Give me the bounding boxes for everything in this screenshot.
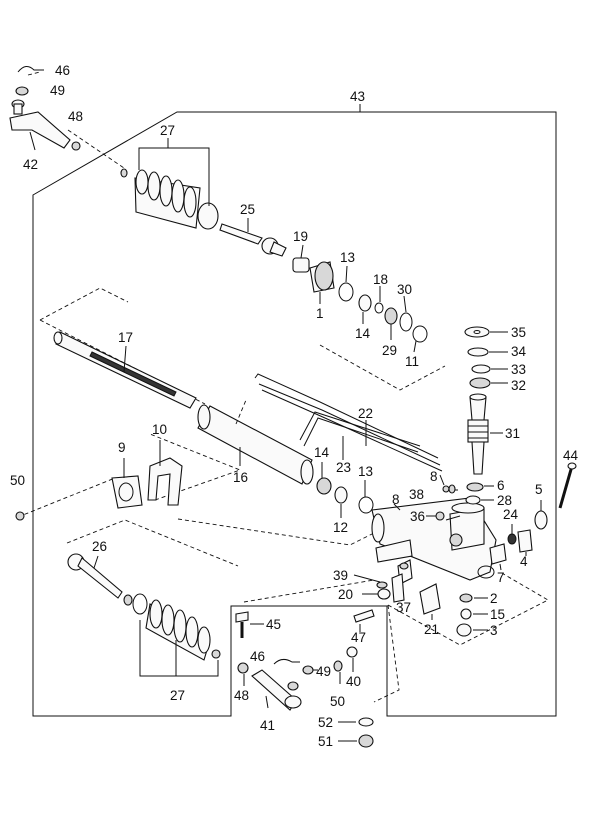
callout-38: 38 bbox=[409, 487, 424, 502]
callout-33: 33 bbox=[511, 362, 526, 377]
bellows-boot-lower bbox=[132, 593, 221, 677]
callout-15: 15 bbox=[490, 607, 505, 622]
callout-25: 25 bbox=[240, 202, 255, 217]
callout-37: 37 bbox=[396, 600, 411, 615]
callout-30: 30 bbox=[397, 282, 412, 297]
callout-20: 20 bbox=[338, 587, 353, 602]
callout-32: 32 bbox=[511, 378, 526, 393]
callout-28: 28 bbox=[497, 493, 512, 508]
callout-43: 43 bbox=[350, 89, 365, 104]
callout-45: 45 bbox=[266, 617, 281, 632]
callout-14-upper: 14 bbox=[355, 326, 371, 341]
callout-52: 52 bbox=[318, 715, 333, 730]
callout-27-lower: 27 bbox=[170, 688, 185, 703]
callout-51: 51 bbox=[318, 734, 333, 749]
callout-16: 16 bbox=[233, 470, 248, 485]
callout-24: 24 bbox=[503, 507, 519, 522]
callout-13-mid: 13 bbox=[358, 464, 373, 479]
callout-47: 47 bbox=[351, 630, 366, 645]
transfer-lines bbox=[254, 373, 443, 472]
callout-42: 42 bbox=[23, 157, 38, 172]
callout-40: 40 bbox=[346, 674, 361, 689]
callout-22: 22 bbox=[358, 406, 373, 421]
callout-26: 26 bbox=[92, 539, 107, 554]
callout-50-lower: 50 bbox=[330, 694, 345, 709]
callout-31: 31 bbox=[505, 426, 520, 441]
housing-seals bbox=[316, 462, 374, 518]
callout-49-upper: 49 bbox=[50, 83, 65, 98]
inner-tie-rod-lower bbox=[67, 553, 133, 606]
callout-2: 2 bbox=[490, 591, 498, 606]
callout-11: 11 bbox=[405, 354, 419, 369]
callout-17: 17 bbox=[118, 330, 133, 345]
tie-rod-end-upper bbox=[9, 66, 81, 151]
mounting-bracket-set bbox=[15, 440, 183, 521]
callout-36: 36 bbox=[410, 509, 425, 524]
callout-19: 19 bbox=[293, 229, 308, 244]
callout-41: 41 bbox=[260, 718, 275, 733]
callout-21: 21 bbox=[424, 622, 439, 637]
inner-tie-rod bbox=[219, 218, 287, 257]
callout-labels: 46 49 48 42 43 27 25 19 13 1 18 30 14 29… bbox=[10, 63, 579, 749]
callout-49-lower: 49 bbox=[316, 664, 331, 679]
yoke-parts bbox=[465, 462, 577, 571]
pinion-parts bbox=[464, 326, 508, 475]
callout-8-upper: 8 bbox=[430, 469, 438, 484]
callout-34: 34 bbox=[511, 344, 527, 359]
callout-48-upper: 48 bbox=[68, 109, 83, 124]
callout-27-upper: 27 bbox=[160, 123, 175, 138]
callout-23: 23 bbox=[336, 460, 351, 475]
callout-46-lower: 46 bbox=[250, 649, 265, 664]
callout-9: 9 bbox=[118, 440, 126, 455]
tie-rod-end-lower bbox=[237, 662, 302, 711]
dashed-group-outlines bbox=[17, 71, 549, 703]
callout-3: 3 bbox=[490, 623, 498, 638]
callout-48-lower: 48 bbox=[234, 688, 249, 703]
callout-14-mid: 14 bbox=[314, 445, 330, 460]
callout-8-lower: 8 bbox=[392, 492, 400, 507]
callout-29: 29 bbox=[382, 343, 397, 358]
callout-39: 39 bbox=[333, 568, 348, 583]
callout-35: 35 bbox=[511, 325, 526, 340]
callout-13-upper: 13 bbox=[340, 250, 355, 265]
lower-fasteners bbox=[235, 474, 445, 748]
rack-bushing-parts bbox=[292, 244, 428, 353]
bellows-boot-upper bbox=[120, 138, 219, 230]
callout-18: 18 bbox=[373, 272, 388, 287]
callout-7: 7 bbox=[497, 570, 505, 585]
callout-46-upper: 46 bbox=[55, 63, 70, 78]
callout-5: 5 bbox=[535, 482, 543, 497]
callout-4: 4 bbox=[520, 554, 528, 569]
callout-12: 12 bbox=[333, 520, 348, 535]
lower-fittings bbox=[353, 484, 488, 637]
callout-6: 6 bbox=[497, 478, 505, 493]
callout-10: 10 bbox=[152, 422, 167, 437]
callout-50-left: 50 bbox=[10, 473, 25, 488]
callout-1: 1 bbox=[316, 306, 324, 321]
assembly-boundary-43 bbox=[32, 104, 557, 717]
callout-44: 44 bbox=[563, 448, 579, 463]
steering-rack bbox=[53, 331, 197, 409]
rack-housing-tube bbox=[197, 399, 314, 485]
